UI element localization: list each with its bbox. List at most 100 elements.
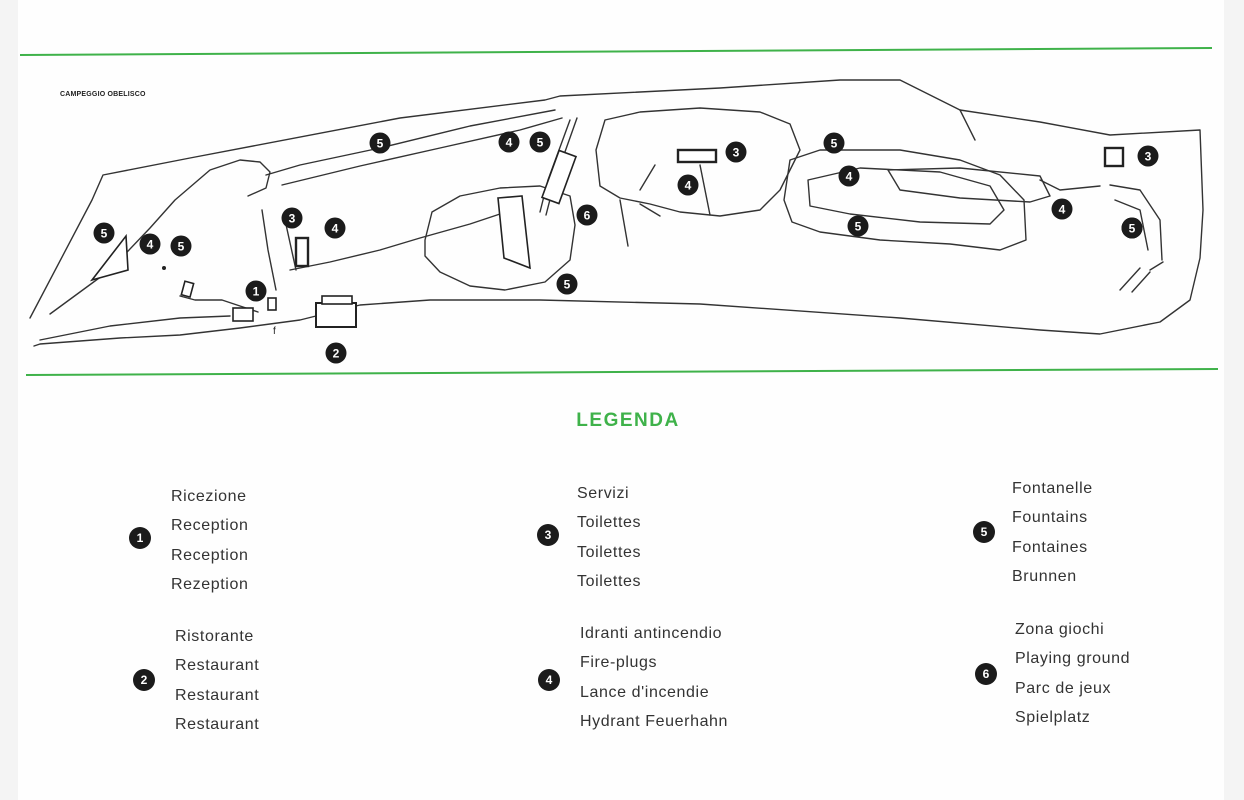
toilet-block-east [1103,146,1125,168]
svg-text:4: 4 [147,238,154,252]
middle-link [619,199,661,247]
link-road-c [639,164,656,191]
legend-line: Idranti antincendio [580,625,723,642]
map-marker-4: 4 [139,233,161,255]
svg-text:4: 4 [1059,203,1066,217]
map-marker-4: 4 [677,174,699,196]
small-structure-b [267,297,277,311]
svg-text:5: 5 [537,136,544,150]
toilet-block-middle [676,148,718,164]
legend-line: Ristorante [175,628,254,645]
playground-area [497,195,531,270]
campsite-map: f 123334444445555555556 CAMPEGGIO OBELIS… [0,0,1244,390]
svg-text:4: 4 [846,170,853,184]
east-inner-island [887,167,1051,203]
bottom-green-rule [25,368,1219,376]
legend-line: Ricezione [171,488,247,505]
restaurant-annex [321,295,353,305]
legend-line: Spielplatz [1015,708,1091,726]
west-path [49,159,271,315]
small-structure-c [540,149,578,205]
svg-text:5: 5 [101,227,108,241]
map-marker-4: 4 [324,217,346,239]
link-road-d [699,164,711,216]
map-marker-6: 6 [576,204,598,226]
map-marker-5: 5 [170,235,192,257]
map-marker-5: 5 [1121,217,1143,239]
svg-text:4: 4 [332,222,339,236]
legend-line: Playing ground [1015,650,1131,668]
map-marker-3: 3 [281,207,303,229]
legend-marker-5: 5 [973,521,995,543]
legend-line: Brunnen [1012,567,1077,585]
legend-line: Servizi [577,485,630,502]
map-marker-4: 4 [838,165,860,187]
east-inner-loop [807,167,1005,225]
legend-line: Lance d'incendie [580,683,710,701]
map-marker-5: 5 [556,273,578,295]
link-road-b [284,219,297,271]
legend-line: Restaurant [175,686,260,704]
campsite-boundary [29,79,1204,347]
legend-line: Restaurant [175,657,260,675]
legend-marker-1: 1 [129,527,151,549]
map-title: CAMPEGGIO OBELISCO [60,91,146,98]
legend-line: Restaurant [175,715,260,733]
svg-text:1: 1 [253,285,260,299]
svg-text:4: 4 [506,136,513,150]
map-marker-5: 5 [529,131,551,153]
east-outer-loop [783,149,1027,251]
reception-building [232,307,254,322]
svg-text:3: 3 [289,212,296,226]
svg-text:6: 6 [584,209,591,223]
east-fork [1119,261,1164,293]
east-spur [959,109,1101,191]
fountain-point [162,266,166,270]
map-marker-5: 5 [369,132,391,154]
central-road [289,213,501,271]
map-marker-1: 1 [245,280,267,302]
svg-text:3: 3 [1145,150,1152,164]
svg-text:5: 5 [564,278,571,292]
middle-loop [595,107,801,217]
legend-line: Reception [171,517,249,535]
svg-text:2: 2 [333,347,340,361]
legend-line: Parc de jeux [1015,679,1112,697]
map-marker-5: 5 [93,222,115,244]
legend-marker-6: 6 [975,663,997,685]
restaurant-building [315,302,357,328]
legend-line: Hydrant Feuerhahn [580,712,729,730]
campsite-map-drawing: f 123334444445555555556 [19,47,1219,376]
legend-marker-4: 4 [538,669,560,691]
central-loop [424,185,576,291]
map-marker-layer: 123334444445555555556 [93,131,1159,364]
east-end-road-2 [1114,199,1149,251]
west-field-triangle [89,233,129,282]
svg-text:5: 5 [1129,222,1136,236]
svg-text:5: 5 [178,240,185,254]
legend-line: Fire-plugs [580,654,658,672]
legend-line: Toilettes [577,543,642,561]
map-marker-4: 4 [498,131,520,153]
svg-text:4: 4 [685,179,692,193]
legend-marker-2: 2 [133,669,155,691]
svg-text:5: 5 [855,220,862,234]
north-road-inner [281,117,563,186]
link-road-a [261,209,277,291]
map-marker-4: 4 [1051,198,1073,220]
svg-text:5: 5 [831,137,838,151]
legend-line: Rezeption [171,575,249,593]
legend-line: Fountains [1012,509,1088,527]
small-structure-a [180,280,195,299]
legend-marker-3: 3 [537,524,559,546]
legend-line: Toilettes [577,572,642,590]
legend-line: Toilettes [577,514,642,532]
gate-mark: f [273,326,276,337]
legend-line: Zona giochi [1015,621,1105,638]
top-green-rule [19,47,1213,56]
toilet-block-west [294,236,310,268]
map-marker-5: 5 [847,215,869,237]
map-marker-3: 3 [1137,145,1159,167]
map-marker-2: 2 [325,342,347,364]
west-path-lower [39,315,231,341]
